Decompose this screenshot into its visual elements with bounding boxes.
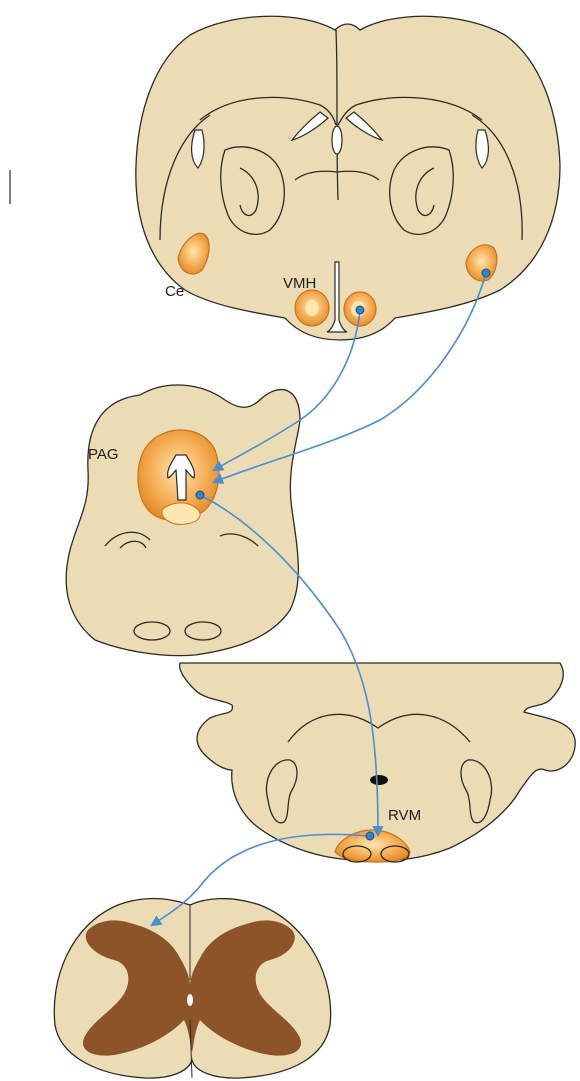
node-vmh (356, 306, 364, 314)
label-pag: PAG (88, 446, 119, 463)
third-ventricle-top (332, 126, 342, 154)
midbrain-section: PAG (66, 385, 300, 656)
spinal-cord-section (54, 899, 330, 1079)
node-pag (196, 491, 204, 499)
node-rvm (366, 832, 374, 840)
node-amygdala (482, 269, 490, 277)
forebrain-outline (136, 16, 560, 340)
vmh-inner-left (305, 300, 319, 316)
central-canal (370, 775, 388, 785)
spinal-central-canal (187, 994, 193, 1006)
label-vmh: VMH (283, 275, 316, 292)
forebrain-section: Ce VMH (136, 16, 560, 340)
label-rvm: RVM (388, 807, 421, 824)
label-ce: Ce (165, 283, 184, 300)
